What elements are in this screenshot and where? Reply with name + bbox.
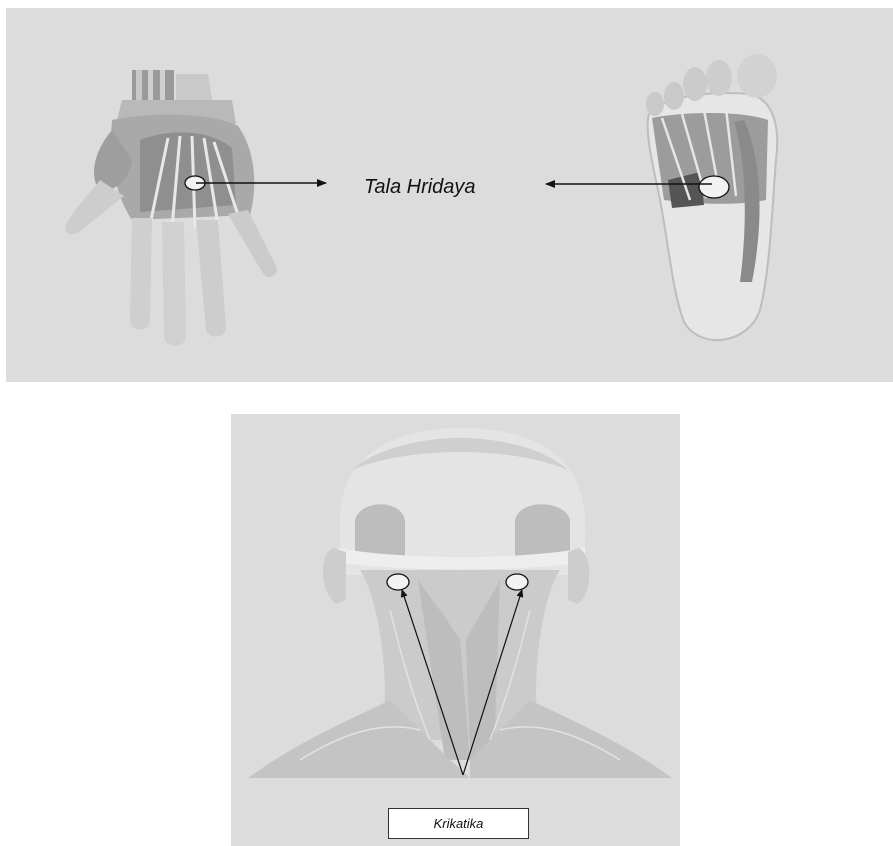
left-krikatika-marker <box>387 574 409 590</box>
foot-illustration <box>646 54 777 340</box>
hand-illustration <box>65 70 277 346</box>
head-neck-illustration <box>248 428 672 778</box>
krikatika-label: Krikatika <box>434 816 484 831</box>
right-krikatika-marker <box>506 574 528 590</box>
krikatika-label-box: Krikatika <box>388 808 529 839</box>
tala-hridaya-label: Tala Hridaya <box>364 176 476 199</box>
foot-marker <box>699 176 729 198</box>
